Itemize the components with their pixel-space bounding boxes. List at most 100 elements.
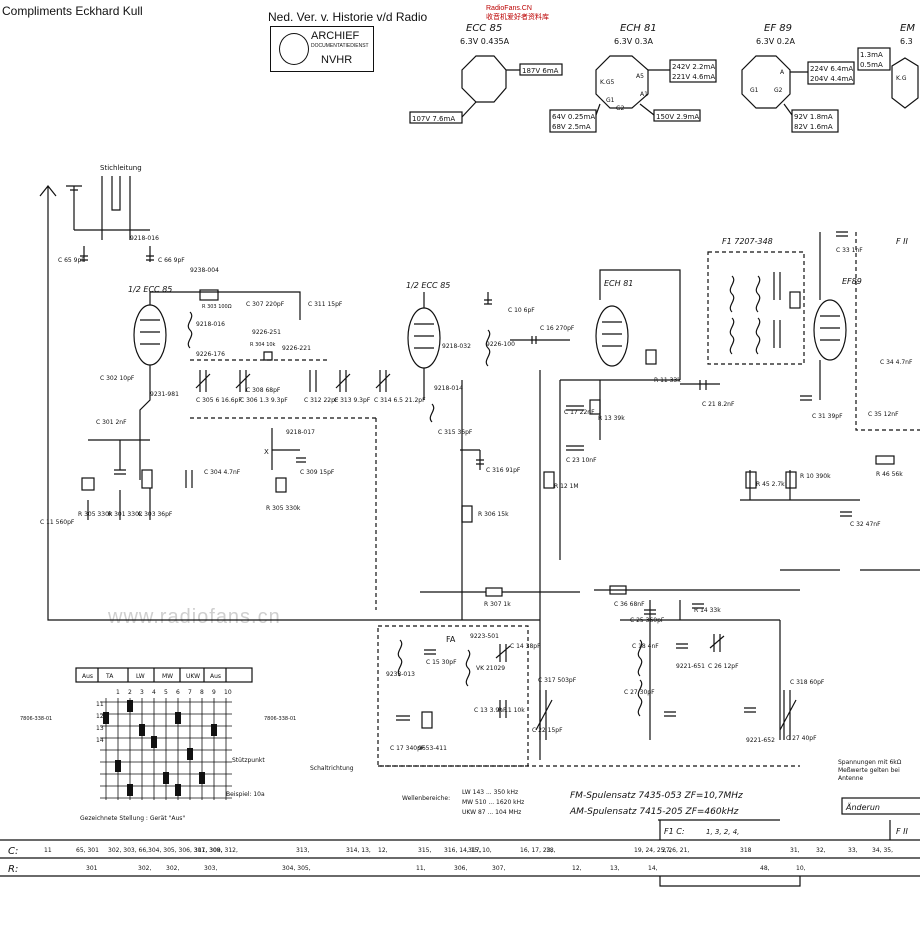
resistor-r10 (789, 291, 801, 309)
tube-symbol (133, 304, 167, 366)
switch-number: 12 (96, 713, 104, 720)
component-label: 9238-004 (190, 267, 219, 274)
component-label: C 18 4nF (632, 643, 659, 650)
dipole-stub-icon (101, 176, 131, 230)
capacitor-c304 (185, 470, 193, 488)
reading-box (549, 109, 597, 133)
component-label: C 25 360pF (630, 617, 665, 624)
switch-number: 7 (188, 689, 192, 696)
component-label: C 318 60pF (790, 679, 825, 686)
component-label: C 304 4.7nF (204, 469, 241, 476)
shield-outline (377, 625, 529, 767)
tube-label: F II (896, 237, 909, 246)
antenna-icon (39, 185, 57, 520)
wire (559, 379, 601, 560)
r-row-value: 301 (86, 865, 98, 872)
switch-tab-label: MW (162, 673, 173, 680)
switch-contact (151, 736, 157, 748)
fa-label: FA (446, 635, 456, 644)
tube-rating: 6.3V 0.2A (756, 37, 795, 46)
switch-contact (127, 700, 133, 712)
f1-values: 1, 3, 2, 4, (706, 828, 739, 836)
note-line: Antenne (838, 775, 864, 782)
c-row-value: 302, 303, 66, (108, 847, 148, 854)
wire (74, 229, 150, 240)
component-label: C 10 6pF (508, 307, 535, 314)
trimmer-c314 (375, 370, 391, 392)
lead (783, 71, 808, 116)
c-row-value: 32, (816, 847, 826, 854)
capacitor-c23 (566, 445, 584, 451)
component-label: C 15 30pF (426, 659, 457, 666)
lead (461, 69, 520, 118)
component-label: R 307 1k (484, 601, 511, 608)
shield-outline (190, 359, 377, 610)
capacitor-c12 (424, 649, 436, 655)
reading: 150V 2.9mA (656, 113, 699, 121)
component-label: C 17 340pF (390, 745, 425, 752)
switch-number: 11 (96, 701, 104, 708)
tube-electrodes (602, 321, 622, 347)
resistor-r13 (589, 399, 601, 415)
coil-9223-012 (465, 649, 471, 687)
tube-symbol (595, 305, 629, 367)
reading: 68V 2.5mA (552, 123, 591, 131)
switch-tab-label: UKW (186, 673, 200, 680)
pin-label: G1 (606, 97, 615, 104)
switch-number: 2 (128, 689, 132, 696)
c-row-value: 34, 35, (872, 847, 893, 854)
site-text: RadioFans.CN 收音机爱好者资料库 (486, 4, 549, 22)
component-label: C 11 560pF (40, 519, 75, 526)
r-row-value: 48, (760, 865, 770, 872)
table-rules (0, 839, 920, 887)
component-label: C 26 12pF (708, 663, 739, 670)
tube-label: 1/2 ECC 85 (406, 281, 450, 290)
resistor-r302 (141, 469, 153, 489)
component-label: C 313 9.3pF (334, 397, 371, 404)
capacitor-c25 (692, 603, 704, 609)
capacitor-c18 (644, 609, 656, 615)
tube-rating: 6.3V 0.3A (614, 37, 653, 46)
component-label: R 301 330k (108, 511, 143, 518)
component-label: C 23 10nF (566, 457, 597, 464)
resistor-r46 (875, 455, 895, 465)
component-label: VK 21029 (476, 665, 505, 672)
component-label: C 306 1.3 9.3pF (240, 397, 288, 404)
capacitor-c16 (510, 336, 570, 344)
c-row-value: 19, 24, 25, 26, 21, (634, 847, 689, 854)
coil-9218 (187, 311, 193, 349)
reading: 0.5mA (860, 61, 883, 69)
c-row-value: 314, 13, (346, 847, 371, 854)
antenna-section: Stichleitung C 65 9pF C 66 9pF 9218-016 … (39, 164, 540, 621)
coil-set-line: AM-Spulensatz 7415-205 ZF=460kHz (569, 807, 739, 817)
component-label: 9226-176 (196, 351, 225, 358)
wire (423, 368, 435, 423)
switch-tab-label: TA (105, 673, 114, 680)
trimmer-c306 (235, 370, 251, 392)
wire (87, 488, 151, 520)
component-label: R 303 100Ω (202, 304, 232, 310)
tube-symbol (813, 299, 847, 361)
component-label: C 27 30pF (624, 689, 655, 696)
switch-tab-bar (75, 667, 253, 683)
if-transformer-f1: F1 7207-348 (707, 237, 805, 365)
capacitor-c27b (744, 707, 756, 713)
component-label: C 309 15pF (300, 469, 335, 476)
tube-label: 1/2 ECC 85 (128, 285, 172, 294)
c-row-value: 311, 309, 312, (194, 847, 238, 854)
tube-name: ECC 85 (466, 23, 502, 34)
component-label: R 12 1M (554, 483, 579, 490)
wave-ranges: Wellenbereiche: LW 143 ... 350 kHz MW 51… (402, 789, 524, 816)
capacitor-c33 (836, 231, 848, 237)
wire (740, 232, 860, 501)
tube-header-em: EM 6.3 1.3mA 0.5mA K.G (857, 23, 919, 109)
stamp-line-3: NVHR (321, 54, 353, 66)
component-label: C 307 220pF (246, 301, 285, 308)
tube-header-ech81: ECH 81 6.3V 0.3A K.G5 A5 G1 G2 A1 242V 2… (549, 23, 717, 133)
trimmer-c305 (195, 370, 211, 392)
r-row-value: 10, (796, 865, 806, 872)
am-coil-section: 9233-013 C 15 30pF FA 9223-501 VK 21029 … (377, 370, 800, 767)
c-row-value: 12, (378, 847, 388, 854)
